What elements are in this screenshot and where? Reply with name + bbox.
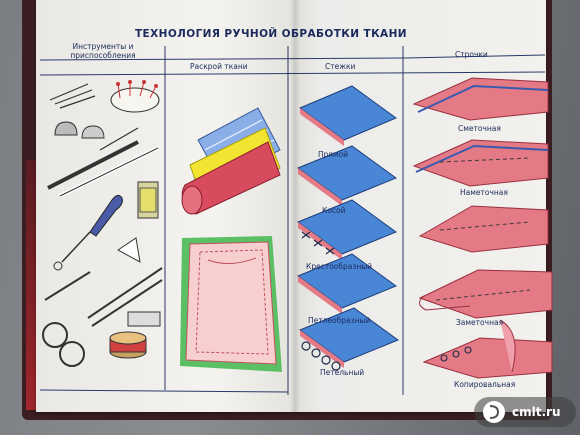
column-header-seams: Строчки <box>455 50 488 59</box>
stitch-label: Косой <box>322 206 346 215</box>
tools-illustration <box>42 80 163 367</box>
stitch-label: Петлеобразный <box>308 316 371 325</box>
seam-swatches <box>412 77 553 379</box>
column-header-tools: Инструменты и приспособления <box>70 42 136 60</box>
stitch-label: Крестообразный <box>306 262 373 271</box>
grid-lines <box>39 46 546 395</box>
seam-label: Наметочная <box>460 188 508 197</box>
stitch-label: Петельный <box>320 368 365 377</box>
seam-label: Заметочная <box>456 318 504 327</box>
fabric-rolls-illustration <box>180 107 282 372</box>
watermark-logo <box>474 397 576 427</box>
stitch-label: Прямой <box>318 150 349 159</box>
seam-label: Сметочная <box>458 124 501 133</box>
column-header-stitches: Стежки <box>325 62 356 71</box>
stitch-swatches <box>296 85 400 371</box>
page-gutter <box>290 0 300 412</box>
page-title: ТЕХНОЛОГИЯ РУЧНОЙ ОБРАБОТКИ ТКАНИ <box>135 28 407 40</box>
seam-label: Копировальная <box>454 380 516 389</box>
column-header-cutting: Раскрой ткани <box>190 62 248 71</box>
watermark-text: cmlt.ru <box>512 405 561 419</box>
